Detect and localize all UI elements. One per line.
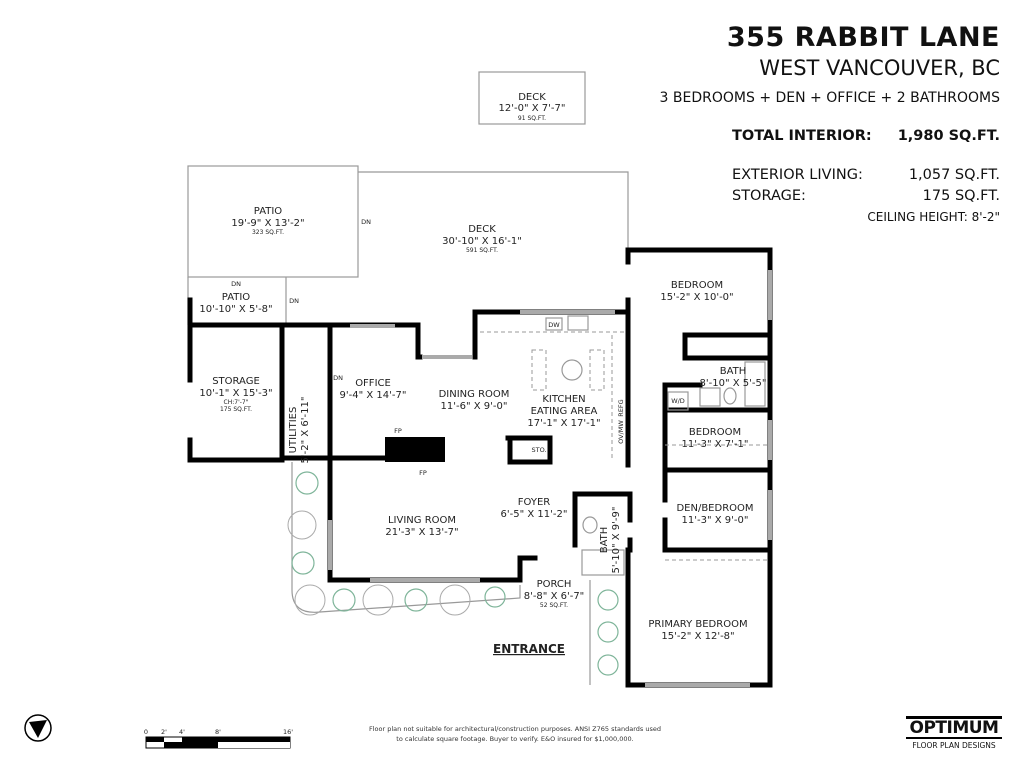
- room-dims-deck-upper: 12'-0" X 7'-7": [499, 103, 566, 114]
- scale-tick-label: 0: [144, 728, 148, 736]
- room-name-bath-upper: BATH: [720, 366, 747, 377]
- room-name-deck-upper: DECK: [518, 92, 546, 103]
- property-address: 355 RABBIT LANE: [726, 22, 1000, 53]
- room-dims-bedroom-2: 11'-3" X 7'-1": [682, 439, 749, 450]
- room-dims-bath-lower: 5'-10" X 9'-9": [611, 507, 622, 574]
- room-dims-patio-upper: 19'-9" X 13'-2": [231, 218, 304, 229]
- room-name-eating-area: EATING AREA: [531, 406, 598, 417]
- stat-total-interior: TOTAL INTERIOR: 1,980 SQ.FT.: [732, 128, 1000, 146]
- stat-value: 1,057 SQ.FT.: [908, 167, 1000, 183]
- room-dims-porch: 8'-8" X 6'-7": [524, 591, 585, 602]
- property-city: WEST VANCOUVER, BC: [759, 56, 1000, 80]
- room-name-patio-lower: PATIO: [222, 292, 251, 303]
- stat-value: 1,980 SQ.FT.: [897, 128, 1000, 144]
- washer-dryer-label: W/D: [671, 397, 685, 405]
- scale-tick-label: 16': [283, 728, 293, 736]
- garden-outline: [291, 462, 521, 613]
- room-name-foyer: FOYER: [518, 497, 551, 508]
- stat-label: TOTAL INTERIOR:: [732, 128, 872, 144]
- room-dims-deck-main: 30'-10" X 16'-1": [442, 236, 522, 247]
- room-name-primary-bedroom: PRIMARY BEDROOM: [648, 619, 747, 630]
- stairs-down-label: DN: [231, 280, 241, 288]
- stairs-down-label: DN: [361, 218, 371, 226]
- room-name-bedroom-2: BEDROOM: [689, 427, 741, 438]
- room-dims-bath-upper: 8'-10" X 5'-5": [700, 378, 767, 389]
- storage-closet-label: STO.: [531, 446, 546, 454]
- room-name-den-bedroom: DEN/BEDROOM: [676, 503, 753, 514]
- room-name-kitchen: KITCHEN: [542, 394, 585, 405]
- room-name-deck-main: DECK: [468, 224, 496, 235]
- fireplace-label: FP: [394, 427, 402, 435]
- scale-tick-label: 4': [179, 728, 185, 736]
- stat-label: EXTERIOR LIVING:: [732, 167, 863, 183]
- upper-deck-outline: [478, 71, 586, 125]
- oven-microwave-label: OV/MW: [617, 420, 625, 444]
- room-dims-patio-lower: 10'-10" X 5'-8": [199, 304, 272, 315]
- room-dims-den-bedroom: 11'-3" X 9'-0": [682, 515, 749, 526]
- fixture-outlines: [480, 315, 770, 576]
- fridge-label: REFG: [617, 399, 625, 416]
- room-dims-office: 9'-4" X 14'-7": [340, 390, 407, 401]
- stat-value: 175 SQ.FT.: [922, 188, 1000, 204]
- stairs-down-label: DN: [289, 297, 299, 305]
- stat-exterior-living: EXTERIOR LIVING: 1,057 SQ.FT.: [732, 167, 1000, 185]
- logo-tagline: FLOOR PLAN DESIGNS: [912, 741, 996, 750]
- room-name-bedroom-1: BEDROOM: [671, 280, 723, 291]
- room-dims-primary-bedroom: 15'-2" X 12'-8": [661, 631, 734, 642]
- room-dims-storage: 10'-1" X 15'-3": [199, 388, 272, 399]
- scale-tick-label: 8': [215, 728, 221, 736]
- stat-storage: STORAGE: 175 SQ.FT.: [732, 188, 1000, 206]
- ceiling-height: CEILING HEIGHT: 8'-2": [867, 210, 1000, 224]
- room-name-living-room: LIVING ROOM: [388, 515, 456, 526]
- room-dims-living-room: 21'-3" X 13'-7": [385, 527, 458, 538]
- room-name-bath-lower: BATH: [599, 527, 610, 554]
- room-area-patio-upper: 323 SQ.FT.: [252, 229, 284, 236]
- room-area-deck-main: 591 SQ.FT.: [466, 247, 498, 254]
- property-summary: 3 BEDROOMS + DEN + OFFICE + 2 BATHROOMS: [659, 90, 1000, 106]
- landscaping: [287, 471, 619, 676]
- stairs-down-label: DN: [333, 374, 343, 382]
- upper-patio-outline: [187, 165, 359, 278]
- stat-label: STORAGE:: [732, 188, 806, 204]
- room-dims-bedroom-1: 15'-2" X 10'-0": [660, 292, 733, 303]
- room-area-porch: 52 SQ.FT.: [540, 602, 568, 609]
- scale-tick-label: 2': [161, 728, 167, 736]
- deck-outline: [358, 171, 629, 250]
- walls: [187, 247, 773, 688]
- room-name-utilities: UTILITIES: [288, 407, 299, 454]
- logo-name: OPTIMUM: [906, 716, 1002, 739]
- room-dims-dining-room: 11'-6" X 9'-0": [441, 401, 508, 412]
- room-name-office: OFFICE: [355, 378, 391, 389]
- entrance-label: ENTRANCE: [493, 642, 565, 656]
- scale-bar: 0 2' 4' 8' 16': [144, 728, 293, 749]
- room-name-porch: PORCH: [537, 579, 572, 590]
- room-name-storage: STORAGE: [212, 376, 260, 387]
- room-area-deck-upper: 91 SQ.FT.: [518, 115, 546, 122]
- north-arrow-icon: [24, 714, 52, 742]
- company-logo: OPTIMUM FLOOR PLAN DESIGNS: [906, 716, 1002, 750]
- windows: [328, 270, 772, 687]
- room-dims-kitchen: 17'-1" X 17'-1": [527, 418, 600, 429]
- fireplace-label: FP: [419, 469, 427, 477]
- room-ceiling-storage: CH:7'-7": [224, 399, 249, 406]
- disclaimer: Floor plan not suitable for architectura…: [368, 725, 662, 743]
- room-dims-foyer: 6'-5" X 11'-2": [501, 509, 568, 520]
- room-name-dining-room: DINING ROOM: [439, 389, 510, 400]
- room-name-patio-upper: PATIO: [254, 206, 283, 217]
- room-area-storage: 175 SQ.FT.: [220, 406, 252, 413]
- dishwasher-label: DW: [548, 321, 560, 329]
- room-dims-utilities: 5'-2" X 6'-11": [300, 397, 311, 464]
